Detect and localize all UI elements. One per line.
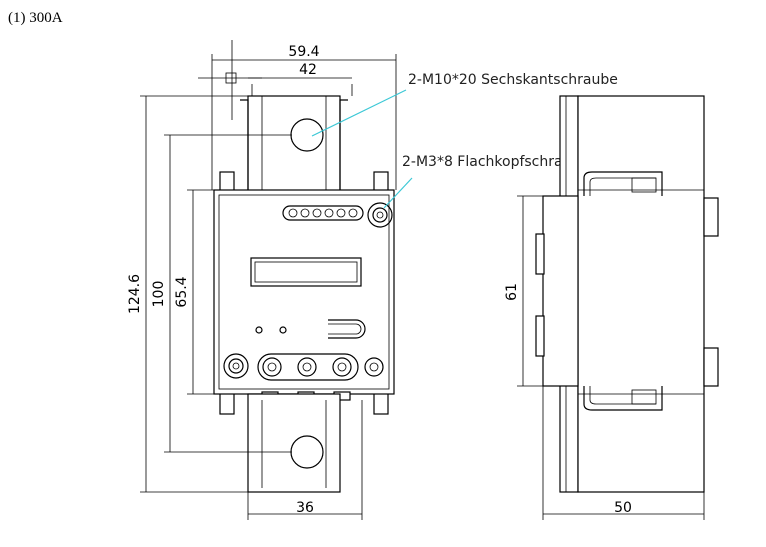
callout-m3-screw: 2-M3*8 Flachkopfschraube	[402, 154, 589, 170]
indicator-dot	[279, 326, 287, 334]
dim-side-depth: 50	[614, 500, 632, 516]
dim-height-holes: 100	[151, 281, 167, 308]
m3-screw-top	[367, 202, 393, 228]
side-view	[535, 95, 719, 493]
dim-width-inner: 42	[299, 62, 317, 78]
dim-height-body: 65.4	[174, 276, 190, 307]
hook-symbol	[328, 319, 366, 339]
meter-body	[213, 189, 395, 395]
dim-bottom-terminal: 36	[296, 500, 314, 516]
indicator-dot	[255, 326, 263, 334]
terminal-block	[257, 353, 359, 381]
lcd-window	[250, 257, 362, 287]
figure-caption: (1) 300A	[8, 10, 63, 26]
front-view	[198, 40, 395, 493]
front-dimensions: 59.4 42 124.6 100 65.4 36	[127, 44, 397, 520]
dim-width-overall: 59.4	[288, 44, 319, 60]
dim-side-height: 61	[504, 283, 520, 301]
callout-m10-screw: 2-M10*20 Sechskantschraube	[408, 72, 618, 88]
side-body	[577, 95, 705, 493]
led-row	[282, 205, 364, 221]
callouts: 2-M10*20 Sechskantschraube 2-M3*8 Flachk…	[311, 72, 618, 209]
side-dimensions: 61 50	[504, 195, 705, 520]
m3-screw-bottom	[223, 353, 249, 379]
dim-height-overall: 124.6	[127, 274, 143, 314]
